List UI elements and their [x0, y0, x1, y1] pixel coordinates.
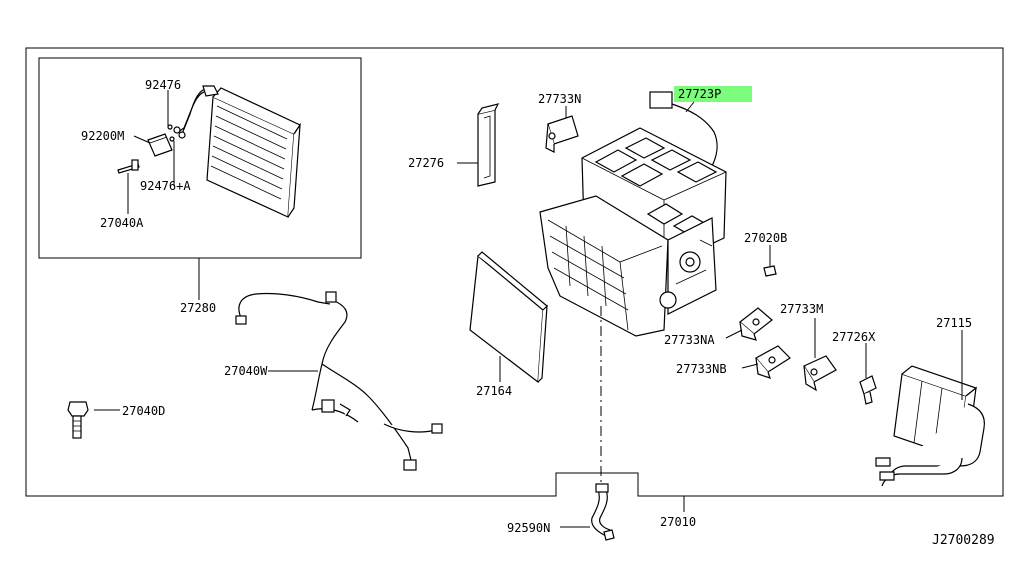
expansion-valve	[147, 133, 173, 157]
label-27733N: 27733N	[538, 92, 581, 106]
label-27726X: 27726X	[832, 330, 876, 344]
bolt-27040A	[117, 159, 140, 174]
label-27040A: 27040A	[100, 216, 144, 230]
label-27115: 27115	[936, 316, 972, 330]
sensor-27726X	[859, 375, 877, 405]
main-frame	[25, 47, 1004, 497]
label-27164: 27164	[476, 384, 512, 398]
label-27723P: 27723P	[678, 87, 721, 101]
actuator-27733NB	[755, 345, 791, 379]
heater-core-27115	[875, 365, 985, 487]
motor-27733M	[803, 355, 837, 392]
filter-27164	[469, 251, 548, 384]
inset-frame	[38, 57, 362, 259]
label-27040W: 27040W	[224, 364, 268, 378]
bolt-27040D	[67, 401, 89, 439]
label-27010: 27010	[660, 515, 696, 529]
wiring-harness	[235, 291, 443, 471]
label-27733NA: 27733NA	[664, 333, 715, 347]
diagram-code: J2700289	[932, 533, 995, 548]
label-92200M: 92200M	[81, 129, 124, 143]
label-92476A: 92476+A	[140, 179, 191, 193]
evaporator-core	[206, 87, 301, 218]
hvac-unit-27010	[539, 127, 727, 337]
actuator-27733NA	[739, 307, 773, 341]
label-27733NB: 27733NB	[676, 362, 727, 376]
part-27276	[477, 103, 500, 187]
drain-hose-92590N	[591, 483, 615, 541]
clip-27020B	[763, 265, 777, 277]
evaporator-pipes	[173, 85, 219, 139]
label-27020B: 27020B	[744, 231, 787, 245]
label-92590N: 92590N	[507, 521, 550, 535]
label-27733M: 27733M	[780, 302, 823, 316]
actuator-27733N	[545, 115, 579, 153]
label-27280: 27280	[180, 301, 216, 315]
label-92476: 92476	[145, 78, 181, 92]
o-ring-small	[167, 124, 175, 142]
label-highlight	[674, 86, 752, 102]
label-27040D: 27040D	[122, 404, 165, 418]
label-27276: 27276	[408, 156, 444, 170]
